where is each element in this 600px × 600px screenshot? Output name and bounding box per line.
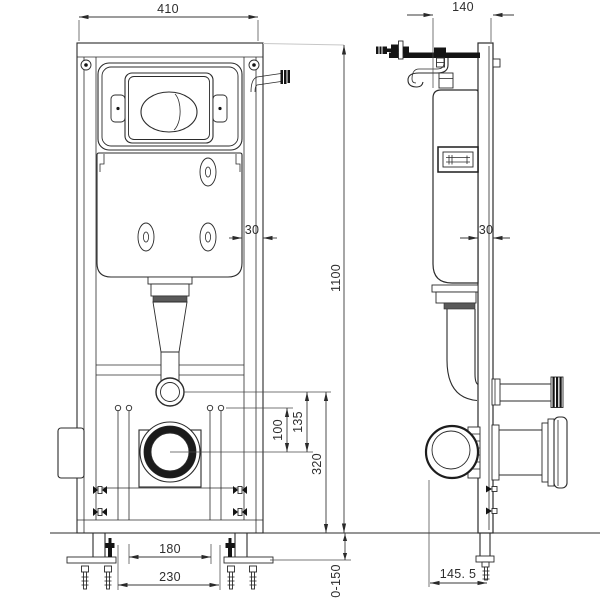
floor-bolt: [249, 565, 257, 590]
dim-front-width: 410: [78, 2, 259, 41]
side-view: [376, 40, 568, 581]
dim-outer-bolt-span: 230: [117, 545, 221, 590]
corner-screw-left: [80, 59, 92, 71]
dim-side-depth: 140: [407, 0, 514, 88]
dim-rods-to-outlet: 100: [271, 408, 290, 452]
wall-bracket-front: [57, 427, 85, 479]
dim-label: 30: [245, 223, 260, 237]
dim-label: 145. 5: [440, 567, 477, 581]
tank-notch-right: [235, 154, 241, 172]
drain-elbow-side: [424, 424, 480, 480]
dim-label: 0-150: [329, 564, 343, 597]
dim-flush-to-outlet: 135: [291, 392, 310, 452]
floor-bolt: [81, 565, 89, 590]
dim-overall-height: 1100: [262, 43, 347, 533]
anchor-screw: [233, 508, 247, 516]
water-inlet-stub: [250, 70, 290, 93]
anchor-screw: [486, 507, 498, 515]
tank-hole: [137, 222, 155, 252]
foot-right: [223, 533, 274, 590]
floor-bolt: [104, 565, 112, 590]
wall-rail: [477, 42, 501, 534]
dim-label: 135: [291, 411, 305, 433]
cistern-tank-side: [432, 89, 479, 284]
anchor-screw: [93, 508, 107, 516]
dim-outlet-height: 320: [310, 392, 329, 533]
flush-pipe-side: [431, 284, 479, 402]
dim-label: 1100: [329, 264, 343, 292]
flush-plate: [110, 72, 228, 144]
dim-side-profile: 30: [460, 223, 510, 241]
dim-label: 180: [159, 542, 181, 556]
tank-access-box: [437, 146, 479, 173]
anchor-screw: [486, 485, 498, 493]
anchor-screw: [233, 486, 247, 494]
corner-screw-right: [248, 59, 260, 71]
flush-connection-pipe: [491, 376, 564, 408]
drain-connection-pipe: [491, 416, 568, 489]
flush-pipe-front: [147, 276, 193, 382]
fixing-rods: [114, 404, 225, 520]
dim-label: 100: [271, 419, 285, 441]
dim-outlet-offset: 145. 5: [428, 480, 487, 587]
dim-label: 410: [157, 2, 179, 16]
tank-hole: [199, 157, 217, 187]
dim-label: 30: [479, 223, 494, 237]
dim-front-profile: 30: [229, 223, 277, 241]
flush-button-divider: [173, 93, 181, 131]
flush-button-oval: [140, 91, 198, 133]
dimension-annotations: 410 140 30 30: [78, 0, 514, 598]
dim-label: 230: [159, 570, 181, 584]
dim-label: 140: [452, 0, 474, 14]
front-view: [57, 42, 313, 590]
dim-inner-bolt-span: 180: [128, 542, 212, 564]
wall-anchor-bolt: [376, 40, 409, 60]
rail-clip: [492, 58, 501, 68]
fill-valve: [407, 58, 454, 89]
foot-side: [475, 533, 495, 581]
dim-foot-range: 0-150: [270, 533, 351, 598]
foot-left: [66, 533, 117, 590]
tank-hole: [199, 222, 217, 252]
tank-notch-left: [99, 154, 105, 172]
cistern-tank-front: [96, 152, 243, 278]
anchor-screw: [93, 486, 107, 494]
dim-label: 320: [310, 453, 324, 475]
flush-elbow-front: [155, 377, 185, 407]
floor-bolt: [227, 565, 235, 590]
inlet-support-bracket: [389, 47, 480, 68]
